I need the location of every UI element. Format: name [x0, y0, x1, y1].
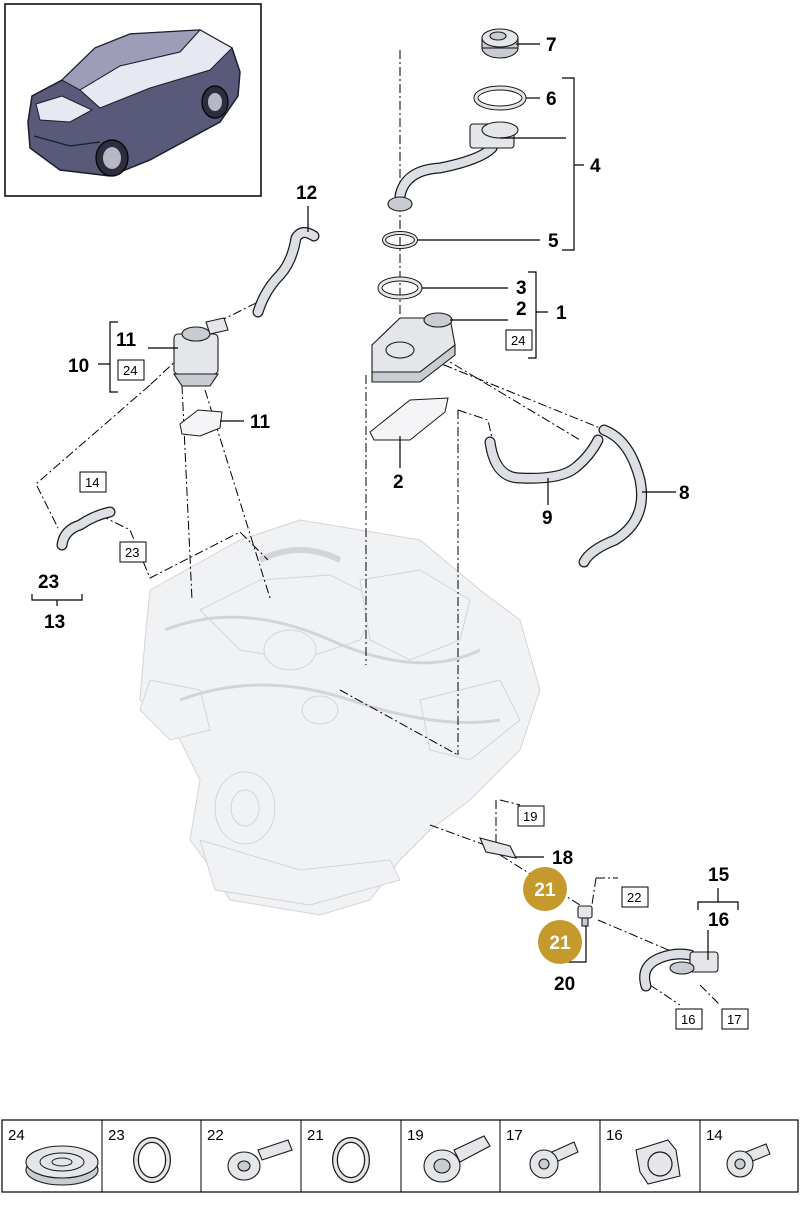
- callouts: 7 6 4 5 3 1 2 2 8 9 12 10 11 11 23 13 18…: [31, 35, 739, 995]
- callout-16-assembly: 16: [708, 910, 729, 931]
- strip-label-24: 24: [8, 1127, 25, 1144]
- oil-separator-left: [172, 317, 229, 387]
- strip-label-14: 14: [706, 1127, 723, 1144]
- bracket-18: [479, 837, 517, 859]
- callout-23: 23: [38, 572, 59, 593]
- bolt-icon: [726, 1143, 771, 1178]
- clip-icon: [635, 1139, 681, 1185]
- callout-5: 5: [548, 231, 559, 252]
- badge-21-top-label: 21: [534, 880, 556, 901]
- strip-label-21: 21: [307, 1127, 324, 1144]
- boxed-refs: 24 24 14 23 19 22 16 17: [79, 329, 749, 1030]
- fitting-20: [577, 905, 593, 927]
- callout-1: 1: [556, 303, 567, 324]
- callout-3: 3: [516, 278, 527, 299]
- engine-block: [139, 519, 541, 916]
- callout-4: 4: [590, 156, 601, 177]
- strip-label-16: 16: [606, 1127, 623, 1144]
- strip-label-17: 17: [506, 1127, 523, 1144]
- strip-label-22: 22: [207, 1127, 224, 1144]
- callout-11-gasket: 11: [250, 412, 271, 433]
- vent-hose-12: [252, 227, 320, 318]
- ref-box-14: 14: [85, 475, 99, 490]
- seal-ring-5: [382, 231, 418, 249]
- strip-label-23: 23: [108, 1127, 125, 1144]
- parts-strip: 24 23 22 21 19 17 16 14: [1, 1119, 799, 1193]
- callout-2-gasket: 2: [393, 472, 404, 493]
- callout-20: 20: [554, 974, 575, 995]
- callout-7: 7: [546, 35, 557, 56]
- vent-hose-13: [56, 506, 116, 551]
- bolt-icon: [423, 1135, 491, 1183]
- ref-box-16: 16: [681, 1012, 695, 1027]
- gasket-right: [369, 397, 449, 441]
- callout-13: 13: [44, 612, 65, 633]
- vent-hose-8: [578, 424, 648, 568]
- ref-box-19: 19: [523, 809, 537, 824]
- vent-hose-9: [484, 434, 604, 484]
- callout-11-separator: 11: [116, 330, 137, 351]
- filler-neck-pipe: [387, 121, 519, 212]
- seal-ring-3: [377, 276, 423, 300]
- seal-ring-6: [473, 85, 527, 111]
- seal-ring-icon: [332, 1137, 370, 1183]
- bolt-icon: [529, 1141, 579, 1179]
- strip-label-19: 19: [407, 1127, 424, 1144]
- vehicle-thumbnail: [4, 3, 262, 197]
- badge-21-top: [523, 867, 567, 911]
- callout-8: 8: [679, 483, 690, 504]
- oil-filler-cap: [481, 28, 519, 59]
- gasket-left: [179, 409, 223, 437]
- callout-2: 2: [516, 299, 527, 320]
- cover-cap-icon: [25, 1145, 99, 1186]
- callout-6: 6: [546, 89, 557, 110]
- callout-12: 12: [296, 183, 317, 204]
- valve-assembly-15: [639, 948, 719, 992]
- callout-18: 18: [552, 848, 573, 869]
- seal-ring-icon: [133, 1137, 171, 1183]
- ref-box-24-left: 24: [123, 363, 137, 378]
- badge-21-bottom: [538, 920, 582, 964]
- suv-illustration: [27, 29, 241, 177]
- callout-9: 9: [542, 508, 553, 529]
- bolt-icon: [227, 1139, 293, 1181]
- ref-box-17: 17: [727, 1012, 741, 1027]
- oil-separator-right: [371, 312, 456, 383]
- callout-10: 10: [68, 356, 89, 377]
- callout-15: 15: [708, 865, 730, 886]
- ref-box-24-right: 24: [511, 333, 525, 348]
- ref-box-22: 22: [627, 890, 641, 905]
- badges: 21 21: [523, 867, 582, 964]
- ref-box-23: 23: [125, 545, 139, 560]
- badge-21-bottom-label: 21: [549, 933, 571, 954]
